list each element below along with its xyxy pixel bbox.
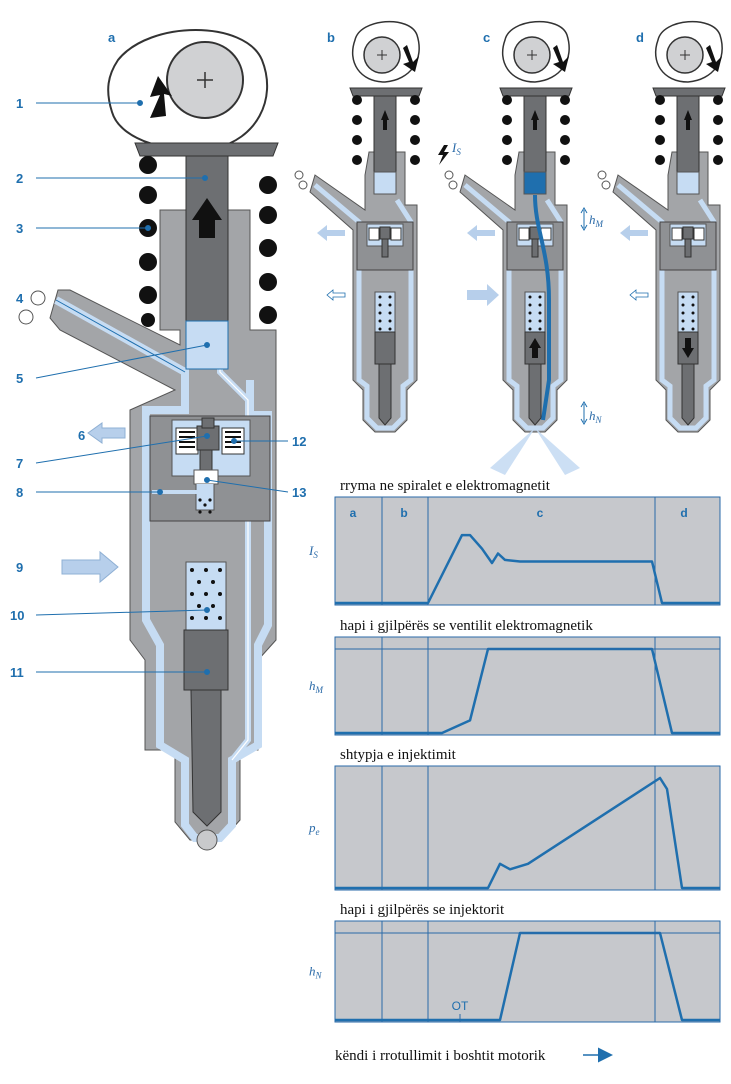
part-number-labels: 1 2 3 4 5 6 7 8 9 10 11 12 13 a (10, 30, 306, 680)
label-10: 10 (10, 608, 24, 623)
label-3: 3 (16, 221, 23, 236)
label-13: 13 (292, 485, 306, 500)
small-rotation-arrow (403, 45, 419, 72)
x-axis-label: këndi i rrotullimit i boshtit motorik (335, 1048, 546, 1064)
injector-b (294, 21, 423, 433)
phase-label-b: b (400, 506, 407, 520)
injector-c (444, 21, 573, 433)
label-a: a (108, 30, 116, 45)
label-9: 9 (16, 560, 23, 575)
y-axis-symbol: hM (309, 678, 324, 695)
injector-d (597, 21, 726, 433)
label-12: 12 (292, 434, 306, 449)
graph-title: shtypja e injektimit (340, 747, 457, 763)
ot-label: OT (452, 999, 469, 1013)
symbol-hn-c: hN (589, 408, 603, 425)
graph-3: shtypja e injektimit pe (308, 747, 721, 891)
label-d: d (636, 30, 644, 45)
y-axis-symbol: IS (308, 543, 318, 560)
main-injector (18, 29, 279, 851)
label-7: 7 (16, 456, 23, 471)
label-c: c (483, 30, 490, 45)
graph-title: rryma ne spiralet e elektromagnetit (340, 478, 551, 494)
label-4: 4 (16, 291, 24, 306)
phase-label-a: a (350, 506, 357, 520)
small-plunger (373, 95, 397, 173)
small-injectors (294, 21, 726, 433)
nozzle-needle (183, 629, 229, 691)
return-arrow (87, 422, 126, 444)
leader-lines (35, 100, 289, 675)
label-6: 6 (78, 428, 85, 443)
y-axis-symbol: pe (308, 820, 320, 837)
small-plunger (676, 95, 700, 173)
small-rotation-arrow (553, 45, 569, 72)
high-pressure-path (533, 194, 551, 421)
graph-title: hapi i gjilpërës se injektorit (340, 902, 505, 918)
graph-title: hapi i gjilpërës se ventilit elektromagn… (340, 618, 593, 634)
series-line (335, 776, 720, 890)
small-plunger (523, 95, 547, 173)
small-needle (374, 331, 396, 365)
small-pump-chamber (676, 171, 700, 195)
small-rotation-arrow (706, 45, 722, 72)
feed-arrow (61, 550, 119, 584)
symbol-is-b: IS (451, 140, 461, 157)
fuel-spray (490, 428, 580, 475)
graph-panel (334, 496, 721, 606)
graph-4: hapi i gjilpërës se injektorit hN OT (309, 902, 721, 1023)
small-return-arrow (467, 225, 495, 241)
y-axis-symbol: hN (309, 964, 323, 981)
symbol-hm-c: hM (589, 212, 604, 229)
label-8: 8 (16, 485, 23, 500)
phase-label-c: c (537, 506, 544, 520)
graph-panel (334, 765, 721, 891)
lightning-icon (438, 145, 449, 165)
small-feed-arrow (629, 289, 649, 301)
label-2: 2 (16, 171, 23, 186)
small-pump-chamber (373, 171, 397, 195)
graph-2: hapi i gjilpërës se ventilit elektromagn… (309, 618, 721, 736)
small-return-arrow (317, 225, 345, 241)
cam-rotation-arrow (150, 76, 172, 118)
small-pump-chamber (523, 171, 547, 195)
label-b: b (327, 30, 335, 45)
series-line (335, 533, 720, 605)
pump-plunger (185, 155, 229, 322)
small-return-arrow (620, 225, 648, 241)
small-feed-arrow (467, 284, 499, 306)
label-1: 1 (16, 96, 23, 111)
phase-label-d: d (680, 506, 687, 520)
label-11: 11 (10, 665, 24, 680)
graph-panel (334, 636, 721, 736)
graph-panel (334, 920, 721, 1023)
label-5: 5 (16, 371, 23, 386)
small-feed-arrow (326, 289, 346, 301)
